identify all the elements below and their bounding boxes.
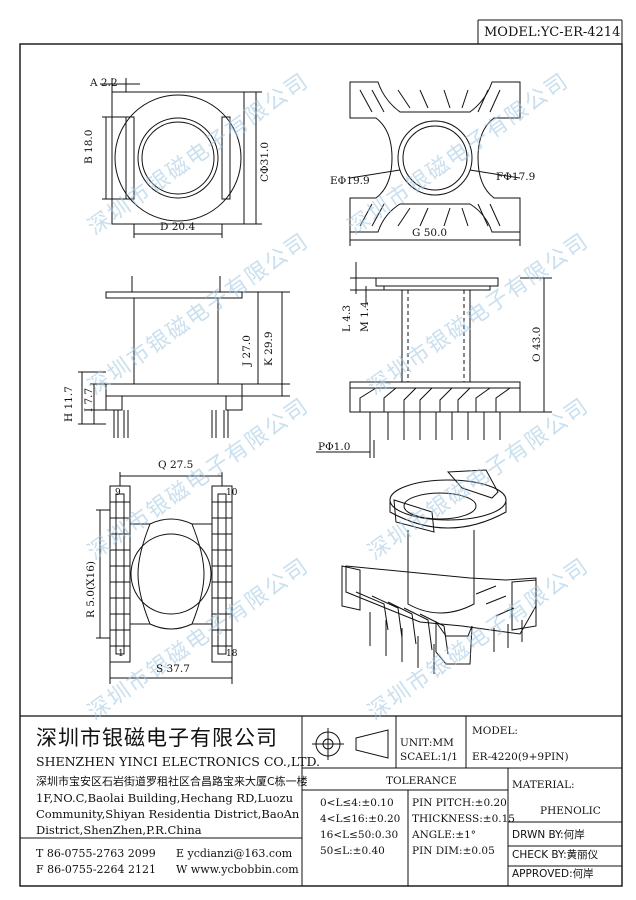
address-en-1: 1F,NO.C,Baolai Building,Hechang RD,Luozu <box>36 791 293 805</box>
dim-l: L 4.3 <box>341 304 353 332</box>
dim-b: B 18.0 <box>83 129 95 164</box>
dim-s: S 37.7 <box>156 663 190 675</box>
address-en-2: Community,Shiyan Residentia District,Bao… <box>36 807 300 821</box>
top-view-right <box>349 81 521 246</box>
material-label: MATERIAL: <box>512 779 575 791</box>
dim-h: H 11.7 <box>63 386 75 422</box>
tol-left-0: 0<L≤4:±0.10 <box>320 797 394 809</box>
pin-label-18: 18 <box>226 649 238 659</box>
check-by: CHECK BY:黄丽仪 <box>512 849 599 861</box>
tol-right-2: ANGLE:±1° <box>412 829 477 841</box>
model-value: ER-4220(9+9PIN) <box>472 751 569 763</box>
material-value: PHENOLIC <box>540 805 601 817</box>
title-block-lines <box>20 715 622 886</box>
tol-left-2: 16<L≤50:0.30 <box>320 829 399 841</box>
dim-c: CΦ31.0 <box>259 141 271 182</box>
address-en-3: District,ShenZhen,P.R.China <box>36 823 202 837</box>
address-cn: 深圳市宝安区石岩街道罗租社区合昌路宝来大厦C栋一楼 <box>36 775 308 788</box>
drawn-by: DRWN BY:何岸 <box>512 829 585 841</box>
dim-f: FΦ17.9 <box>496 171 536 183</box>
front-view-left <box>78 276 290 438</box>
pin-label-10: 10 <box>226 488 238 498</box>
tolerance-title: TOLERANCE <box>386 775 457 787</box>
website: W www.ycbobbin.com <box>176 863 299 876</box>
dim-d: D 20.4 <box>160 221 196 233</box>
front-view-right <box>316 262 552 458</box>
approved: APPROVED:何岸 <box>512 868 594 880</box>
dim-g: G 50.0 <box>412 227 448 239</box>
scale: SCAEL:1/1 <box>400 751 458 763</box>
company-name-en: SHENZHEN YINCI ELECTRONICS CO.,LTD. <box>36 754 321 769</box>
dim-o: O 43.0 <box>531 326 543 362</box>
dim-i: I 7.7 <box>83 387 95 412</box>
dim-p: PΦ1.0 <box>318 441 351 453</box>
model-header: MODEL:YC-ER-4214 <box>484 25 621 40</box>
dim-r: R 5.0(X16) <box>85 561 97 618</box>
top-view-left <box>100 78 262 238</box>
fax: F 86-0755-2264 2121 <box>36 863 157 876</box>
pin-label-1: 1 <box>118 649 124 659</box>
dim-a: A 2.2 <box>90 77 118 89</box>
tol-left-3: 50≤L:±0.40 <box>320 845 385 857</box>
dim-m: M 1.4 <box>359 301 371 332</box>
pin-label-9: 9 <box>115 488 121 498</box>
email: E ycdianzi@163.com <box>176 847 293 860</box>
model-label: MODEL: <box>472 725 518 737</box>
dim-q: Q 27.5 <box>158 459 194 471</box>
unit: UNIT:MM <box>400 737 454 749</box>
dim-k: K 29.9 <box>263 331 275 366</box>
tol-right-3: PIN DIM:±0.05 <box>412 845 495 857</box>
tol-left-1: 4<L≤16:±0.20 <box>320 813 401 825</box>
company-name-cn: 深圳市银磁电子有限公司 <box>36 726 278 750</box>
tol-right-1: THICKNESS:±0.15 <box>412 813 515 825</box>
bottom-view <box>96 472 233 684</box>
tol-right-0: PIN PITCH:±0.20 <box>412 797 507 809</box>
dim-e: EΦ19.9 <box>330 175 370 187</box>
dim-j: J 27.0 <box>241 335 253 366</box>
tel: T 86-0755-2763 2099 <box>36 847 156 860</box>
isometric-view <box>341 469 537 674</box>
